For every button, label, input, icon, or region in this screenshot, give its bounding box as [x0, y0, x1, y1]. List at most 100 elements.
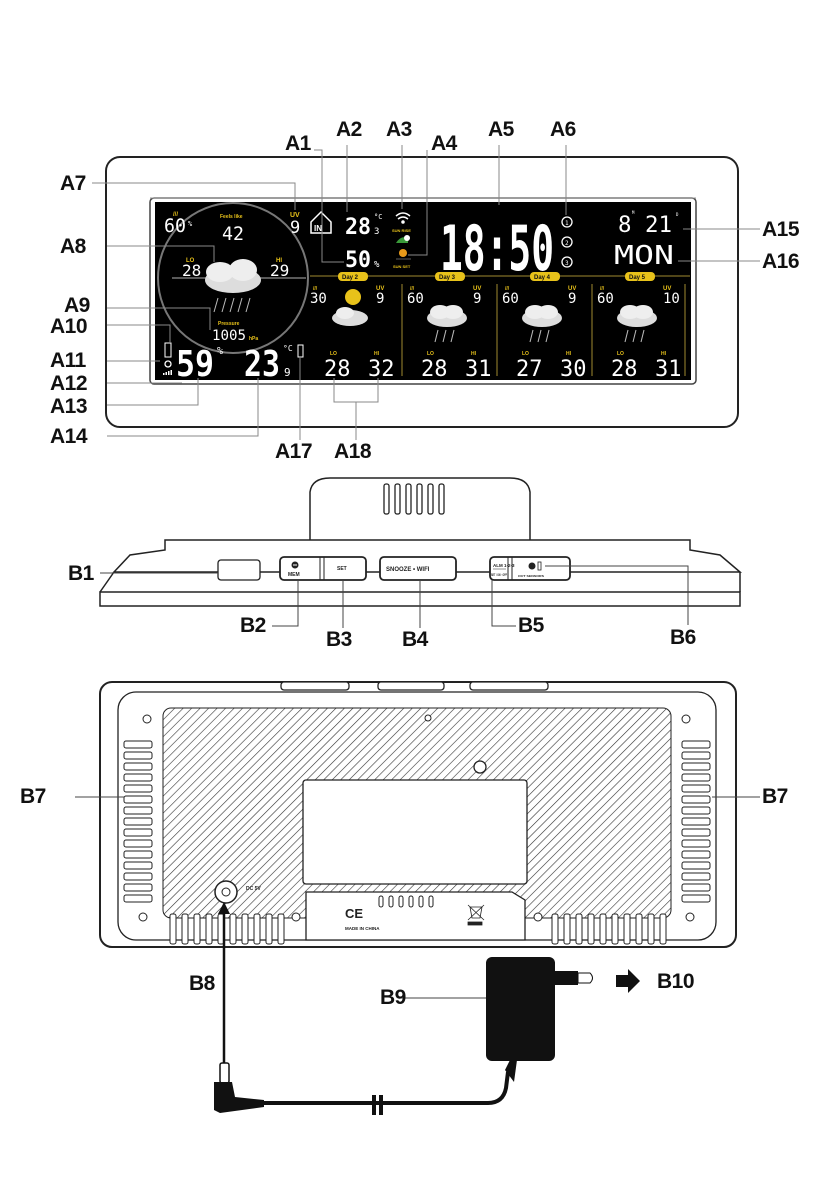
- outdoor-temp-value: 23: [244, 344, 280, 385]
- label-A15: A15: [762, 218, 800, 241]
- label-A6: A6: [550, 118, 576, 141]
- label-B2: B2: [240, 614, 266, 637]
- outdoor-rain-chance: 60: [164, 215, 186, 237]
- forecast-lo-label: LO: [330, 351, 337, 357]
- rain-unit: %: [188, 220, 193, 228]
- forecast-lo-label: LO: [617, 351, 624, 357]
- rain-icon: ///: [410, 286, 415, 292]
- forecast-day-label: Day 2: [342, 275, 359, 281]
- forecast-lo-value: 28: [611, 357, 638, 382]
- forecast-day-badge: [625, 272, 655, 281]
- forecast-lo-value: 28: [324, 357, 351, 382]
- thunderstorm-icon: [522, 305, 562, 343]
- forecast-uv-value: 10: [663, 291, 680, 307]
- forecast-hi-label: HI: [471, 351, 477, 357]
- label-A10: A10: [50, 315, 88, 338]
- forecast-day-label: Day 4: [534, 275, 551, 281]
- outdoor-dial-ring: [157, 202, 309, 354]
- signal-icon: [163, 370, 172, 375]
- forecast-hi-value: 32: [368, 357, 395, 382]
- label-B8: B8: [189, 972, 215, 995]
- forecast-hi-label: HI: [661, 351, 667, 357]
- label-A13: A13: [50, 395, 88, 418]
- weekday-value: MON: [614, 241, 674, 271]
- thunderstorm-icon: [617, 305, 657, 343]
- indoor-temp-value: 28: [345, 215, 371, 240]
- forecast-lo-value: 27: [516, 357, 543, 382]
- uv-label: UV: [290, 212, 300, 219]
- forecast-day-badge: [530, 272, 560, 281]
- sunrise-label: SUN RISE: [392, 228, 411, 233]
- outdoor-temp-decimal: 9: [284, 366, 291, 379]
- feels-like-value: 42: [222, 223, 244, 245]
- label-A11: A11: [50, 349, 86, 372]
- label-A2: A2: [336, 118, 362, 141]
- label-A17: A17: [275, 440, 313, 463]
- forecast-uv-value: 9: [568, 291, 576, 307]
- label-A14: A14: [50, 425, 88, 448]
- label-B5: B5: [518, 614, 544, 637]
- label-A9: A9: [64, 294, 90, 317]
- forecast-hi-value: 31: [465, 357, 492, 382]
- battery-indoor-icon: [297, 344, 304, 358]
- label-A5: A5: [488, 118, 514, 141]
- thunderstorm-icon: [205, 259, 261, 313]
- forecast-day-badge: [435, 272, 465, 281]
- forecast-hi-value: 30: [560, 357, 587, 382]
- sunset-label: SUN SET: [393, 264, 411, 269]
- forecast-lo-value: 28: [421, 357, 448, 382]
- indoor-temp-decimal: 3: [374, 227, 379, 237]
- pressure-value: 1005: [212, 328, 246, 344]
- forecast-uv-value: 9: [376, 291, 384, 307]
- month-marker: M: [632, 210, 635, 215]
- label-A1: A1: [285, 132, 311, 155]
- label-B6: B6: [670, 626, 696, 649]
- label-B3: B3: [326, 628, 352, 651]
- forecast-hi-value: 31: [655, 357, 682, 382]
- sunset-icon: [396, 249, 411, 260]
- label-A18: A18: [334, 440, 372, 463]
- front-leader-lines: [92, 145, 760, 440]
- forecast-uv-value: 9: [473, 291, 481, 307]
- forecast-rain-chance: 60: [597, 291, 614, 307]
- label-B1: B1: [68, 562, 94, 585]
- day-marker: D: [676, 212, 679, 217]
- forecast-uv-label: UV: [376, 286, 384, 292]
- forecast-day-label: Day 5: [629, 275, 646, 281]
- indoor-humidity-unit: %: [374, 260, 380, 270]
- rain-icon: ///: [313, 286, 318, 292]
- forecast-uv-label: UV: [663, 286, 671, 292]
- outdoor-humidity-value: 59: [176, 344, 214, 385]
- forecast-hi-label: HI: [374, 351, 380, 357]
- lo-label: LO: [186, 258, 195, 264]
- indoor-humidity-value: 50: [345, 248, 371, 273]
- thunderstorm-icon: [427, 305, 467, 343]
- alarm-2-number: 2: [565, 240, 569, 247]
- outdoor-temp-unit: °C: [283, 344, 293, 353]
- outdoor-hi-value: 29: [270, 261, 289, 280]
- indoor-badge: IN: [314, 224, 322, 233]
- label-A16: A16: [762, 250, 800, 273]
- forecast-hi-label: HI: [566, 351, 572, 357]
- rain-icon: ///: [173, 212, 178, 218]
- battery-icon: [164, 342, 172, 358]
- sensor-sync-icon: [164, 360, 172, 368]
- indoor-temp-unit: °C: [374, 213, 382, 221]
- forecast-rain-chance: 60: [407, 291, 424, 307]
- alarm-2-icon: [561, 236, 573, 248]
- forecast-lo-label: LO: [522, 351, 529, 357]
- label-B7-left: B7: [20, 785, 46, 808]
- alarm-1-icon: [561, 216, 573, 228]
- forecast-lo-label: LO: [427, 351, 434, 357]
- outdoor-lo-value: 28: [182, 261, 201, 280]
- rain-icon: ///: [600, 286, 605, 292]
- label-B4: B4: [402, 628, 428, 651]
- forecast-rain-chance: 60: [502, 291, 519, 307]
- forecast-rain-chance: 30: [310, 291, 327, 307]
- sunrise-icon: [396, 235, 410, 243]
- label-B7-right: B7: [762, 785, 788, 808]
- label-A7: A7: [60, 172, 86, 195]
- forecast-uv-label: UV: [568, 286, 576, 292]
- label-A12: A12: [50, 372, 88, 395]
